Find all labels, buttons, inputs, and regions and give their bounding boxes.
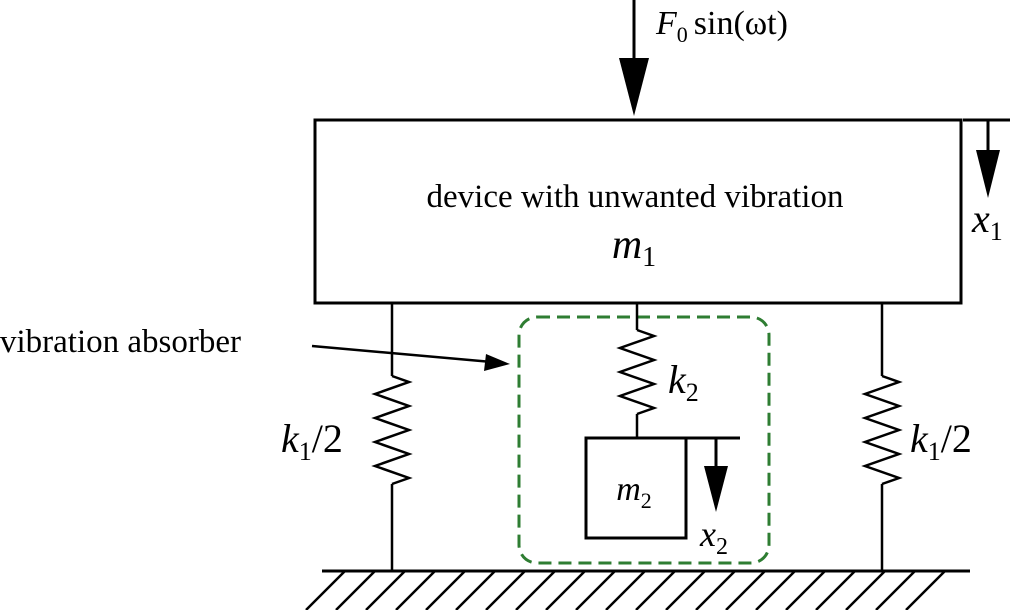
mass-2-block — [584, 436, 688, 540]
absorber-label: vibration absorber — [0, 324, 241, 360]
spring-left-label: k1/2 — [281, 416, 343, 466]
spring-right — [861, 303, 903, 571]
spring-absorber — [616, 303, 658, 438]
displacement-1-label: x1 — [971, 196, 1003, 246]
force-arrow — [619, 0, 649, 116]
spring-right-label: k1/2 — [910, 416, 972, 466]
displacement-1-arrow — [963, 118, 1010, 198]
ground — [305, 569, 970, 610]
spring-absorber-label: k2 — [668, 357, 699, 407]
mass-2-label: m2 — [616, 471, 652, 513]
spring-left — [371, 303, 413, 571]
absorber-outline — [517, 315, 771, 565]
displacement-2-label: x2 — [699, 514, 728, 560]
absorber-pointer-arrow — [311, 344, 510, 371]
mass-1-caption: device with unwanted vibration — [427, 179, 844, 215]
mass-1-label: m1 — [612, 222, 656, 273]
displacement-2-arrow — [686, 436, 740, 512]
